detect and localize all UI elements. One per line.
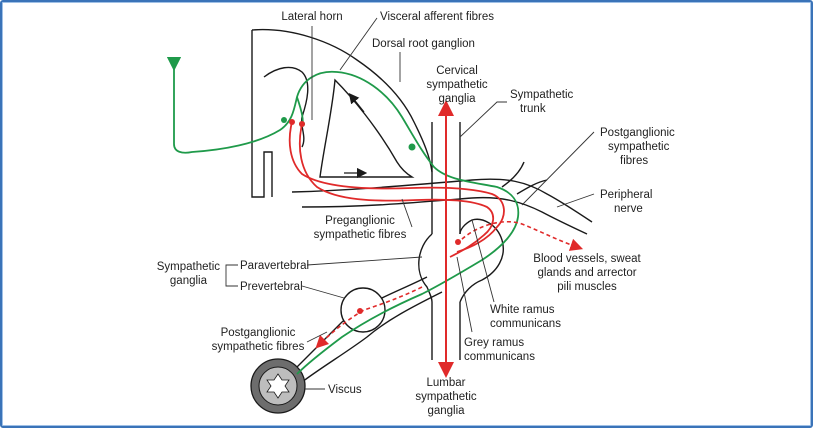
label-peripheral-2: nerve (614, 203, 643, 215)
leader-postganglionic-top (521, 131, 595, 206)
prevertebral-cell-body (357, 308, 363, 314)
label-postganglionic-top-2: sympathetic (608, 141, 670, 153)
label-grey-ramus-2: communicans (464, 351, 535, 363)
leader-sympathetic-trunk (459, 101, 507, 138)
direction-arrow-up (348, 92, 365, 113)
label-preganglionic-2: sympathetic fibres (314, 229, 407, 241)
label-visceral-afferent: Visceral afferent fibres (380, 11, 494, 23)
label-prevertebral: Prevertebral (240, 281, 303, 293)
label-white-ramus-1: White ramus (490, 304, 555, 316)
postganglionic-peripheral-fibre (456, 220, 584, 251)
leader-preganglionic (401, 198, 413, 228)
label-postganglionic-top-3: fibres (620, 155, 648, 167)
paravertebral-ganglion-outline (418, 218, 504, 303)
preganglionic-fibre-path-2 (298, 123, 494, 258)
afferent-fibre-path (166, 56, 520, 375)
label-postganglionic-top-1: Postganglionic (600, 127, 675, 139)
label-trunk-1: Sympathetic (510, 89, 574, 101)
leader-paravertebral (306, 256, 423, 266)
label-lumbar-1: Lumbar (427, 377, 466, 389)
label-paravertebral: Paravertebral (240, 260, 309, 272)
splanchnic-branch-outline (286, 276, 443, 383)
sympathetic-ganglia-bracket (225, 264, 238, 287)
preganglionic-cell-body-2 (299, 121, 305, 127)
preganglionic-fibre-path (288, 121, 505, 253)
label-cervical-3: ganglia (438, 93, 476, 105)
leader-visceral-afferent (339, 17, 378, 71)
leader-peripheral-nerve (556, 193, 595, 208)
preganglionic-cell-body (289, 119, 295, 125)
peripheral-branch-outline (501, 161, 548, 195)
grey-matter-outline (263, 66, 309, 148)
label-cervical-1: Cervical (436, 65, 478, 77)
label-trunk-2: trunk (520, 103, 546, 115)
postganglionic-cell-body (455, 239, 461, 245)
label-grey-ramus-1: Grey ramus (464, 337, 524, 349)
label-sympathetic-ganglia-2: ganglia (170, 275, 208, 287)
label-cervical-2: sympathetic (426, 79, 488, 91)
label-blood-vessels-3: pili muscles (557, 281, 617, 293)
leader-prevertebral (301, 285, 345, 299)
label-sympathetic-ganglia-1: Sympathetic (157, 261, 221, 273)
label-preganglionic-1: Preganglionic (325, 215, 395, 227)
label-lumbar-2: sympathetic (415, 391, 477, 403)
leader-white-ramus (471, 219, 495, 303)
sympathetic-trunk-outline (431, 122, 461, 360)
label-viscus: Viscus (328, 384, 362, 396)
afferent-synapse-dot (281, 117, 287, 123)
viscus-icon (250, 358, 306, 414)
label-blood-vessels-1: Blood vessels, sweat (533, 253, 641, 265)
label-lumbar-3: ganglia (427, 405, 465, 417)
leader-postganglionic-bottom (306, 331, 328, 343)
spinal-cord-outline (251, 28, 433, 198)
afferent-cell-body (408, 143, 416, 151)
leader-grey-ramus (456, 256, 473, 333)
label-white-ramus-2: communicans (490, 318, 561, 330)
label-blood-vessels-2: glands and arrector (537, 267, 636, 279)
label-postganglionic-bottom-2: sympathetic fibres (212, 341, 305, 353)
label-dorsal-root-ganglion: Dorsal root ganglion (372, 38, 475, 50)
label-lateral-horn: Lateral horn (281, 11, 342, 23)
label-postganglionic-bottom-1: Postganglionic (221, 327, 296, 339)
dorsal-root-ganglion-outline (319, 78, 415, 178)
label-peripheral-1: Peripheral (600, 189, 652, 201)
